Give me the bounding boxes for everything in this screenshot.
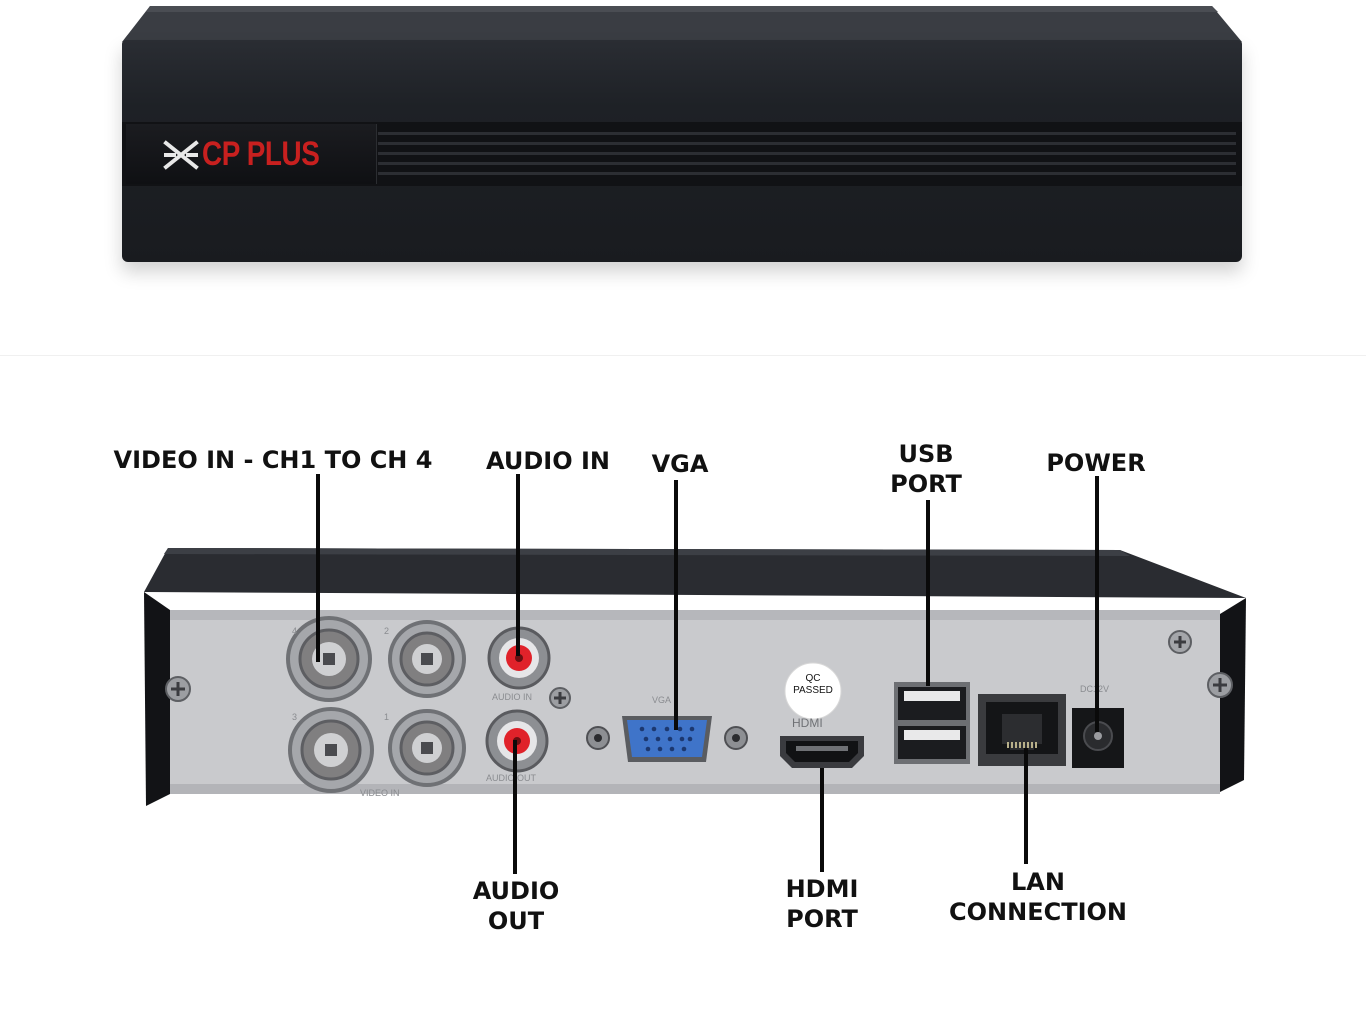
- callout-leader-line: [674, 480, 678, 730]
- vga-port-icon: [586, 716, 748, 762]
- callout-line: PORT: [890, 470, 962, 498]
- callout-power: POWER: [1046, 449, 1146, 477]
- callout-leader-line: [1024, 748, 1028, 864]
- marking-ch4: 4: [292, 626, 298, 636]
- marking-hdmi: HDMI: [792, 716, 823, 730]
- callout-line: AUDIO: [472, 877, 560, 905]
- qc-line: QC: [805, 673, 821, 684]
- screw-icon: [165, 676, 191, 702]
- vent-slot: [378, 162, 1236, 165]
- callout-leader-line: [820, 768, 824, 872]
- marking-power: DC12V: [1080, 684, 1109, 694]
- marking-vga: VGA: [652, 695, 672, 705]
- bnc-connector-icon: [288, 707, 374, 793]
- marking-video-in: VIDEO IN: [360, 788, 400, 798]
- callout-line: CONNECTION: [949, 898, 1127, 926]
- qc-sticker: [784, 662, 842, 720]
- qc-sticker-text: QC PASSED: [785, 673, 841, 697]
- callout-line: PORT: [786, 905, 858, 933]
- callout-leader-line: [513, 740, 517, 874]
- callout-vga: VGA: [651, 450, 709, 478]
- callout-leader-line: [1095, 476, 1099, 732]
- brand-logo-text: CP PLUS: [202, 135, 320, 173]
- callout-audio-in: AUDIO IN: [486, 447, 610, 475]
- bnc-connector-icon: [388, 709, 466, 787]
- rca-audio-out-jack-icon: [485, 709, 549, 773]
- vent-slot: [378, 142, 1236, 145]
- callout-lan-connection: LAN CONNECTION: [930, 867, 1146, 927]
- callout-leader-line: [516, 474, 520, 656]
- bnc-connector-icon: [286, 616, 372, 702]
- lan-port-icon: [978, 694, 1066, 766]
- vent-slot: [378, 152, 1236, 155]
- callout-line: USB: [898, 440, 954, 468]
- callout-hdmi-port: HDMI PORT: [770, 874, 874, 934]
- rca-audio-in-jack-icon: [487, 626, 551, 690]
- cp-plus-logo-icon: [163, 140, 199, 170]
- screw-icon: [1168, 630, 1192, 654]
- usb-port-icon: [894, 682, 970, 764]
- section-divider: [0, 355, 1366, 356]
- marking-ch2: 2: [384, 626, 390, 636]
- callout-audio-out: AUDIO OUT: [458, 876, 574, 936]
- vent-slot: [378, 172, 1236, 175]
- marking-audio-out: AUDIO OUT: [486, 773, 537, 783]
- callout-line: OUT: [487, 907, 545, 935]
- dvr-top-lid: [122, 6, 1242, 42]
- callout-usb-port: USB PORT: [876, 439, 976, 499]
- screw-icon: [549, 687, 571, 709]
- callout-video-in: VIDEO IN - CH1 TO CH 4: [113, 446, 433, 474]
- vent-slot: [378, 132, 1236, 135]
- callout-line: HDMI: [785, 875, 859, 903]
- callout-line: LAN: [1011, 868, 1065, 896]
- marking-ch1: 1: [384, 712, 390, 722]
- dvr-front-view: CP PLUS: [0, 0, 1366, 300]
- callout-leader-line: [316, 474, 320, 662]
- dvr-rear-view: [144, 548, 1246, 806]
- qc-line: PASSED: [793, 685, 833, 696]
- marking-ch3: 3: [292, 712, 298, 722]
- hdmi-port-icon: [780, 736, 864, 768]
- callout-leader-line: [926, 500, 930, 686]
- marking-audio-in: AUDIO IN: [492, 692, 533, 702]
- screw-icon: [1207, 672, 1233, 698]
- bnc-connector-icon: [388, 620, 466, 698]
